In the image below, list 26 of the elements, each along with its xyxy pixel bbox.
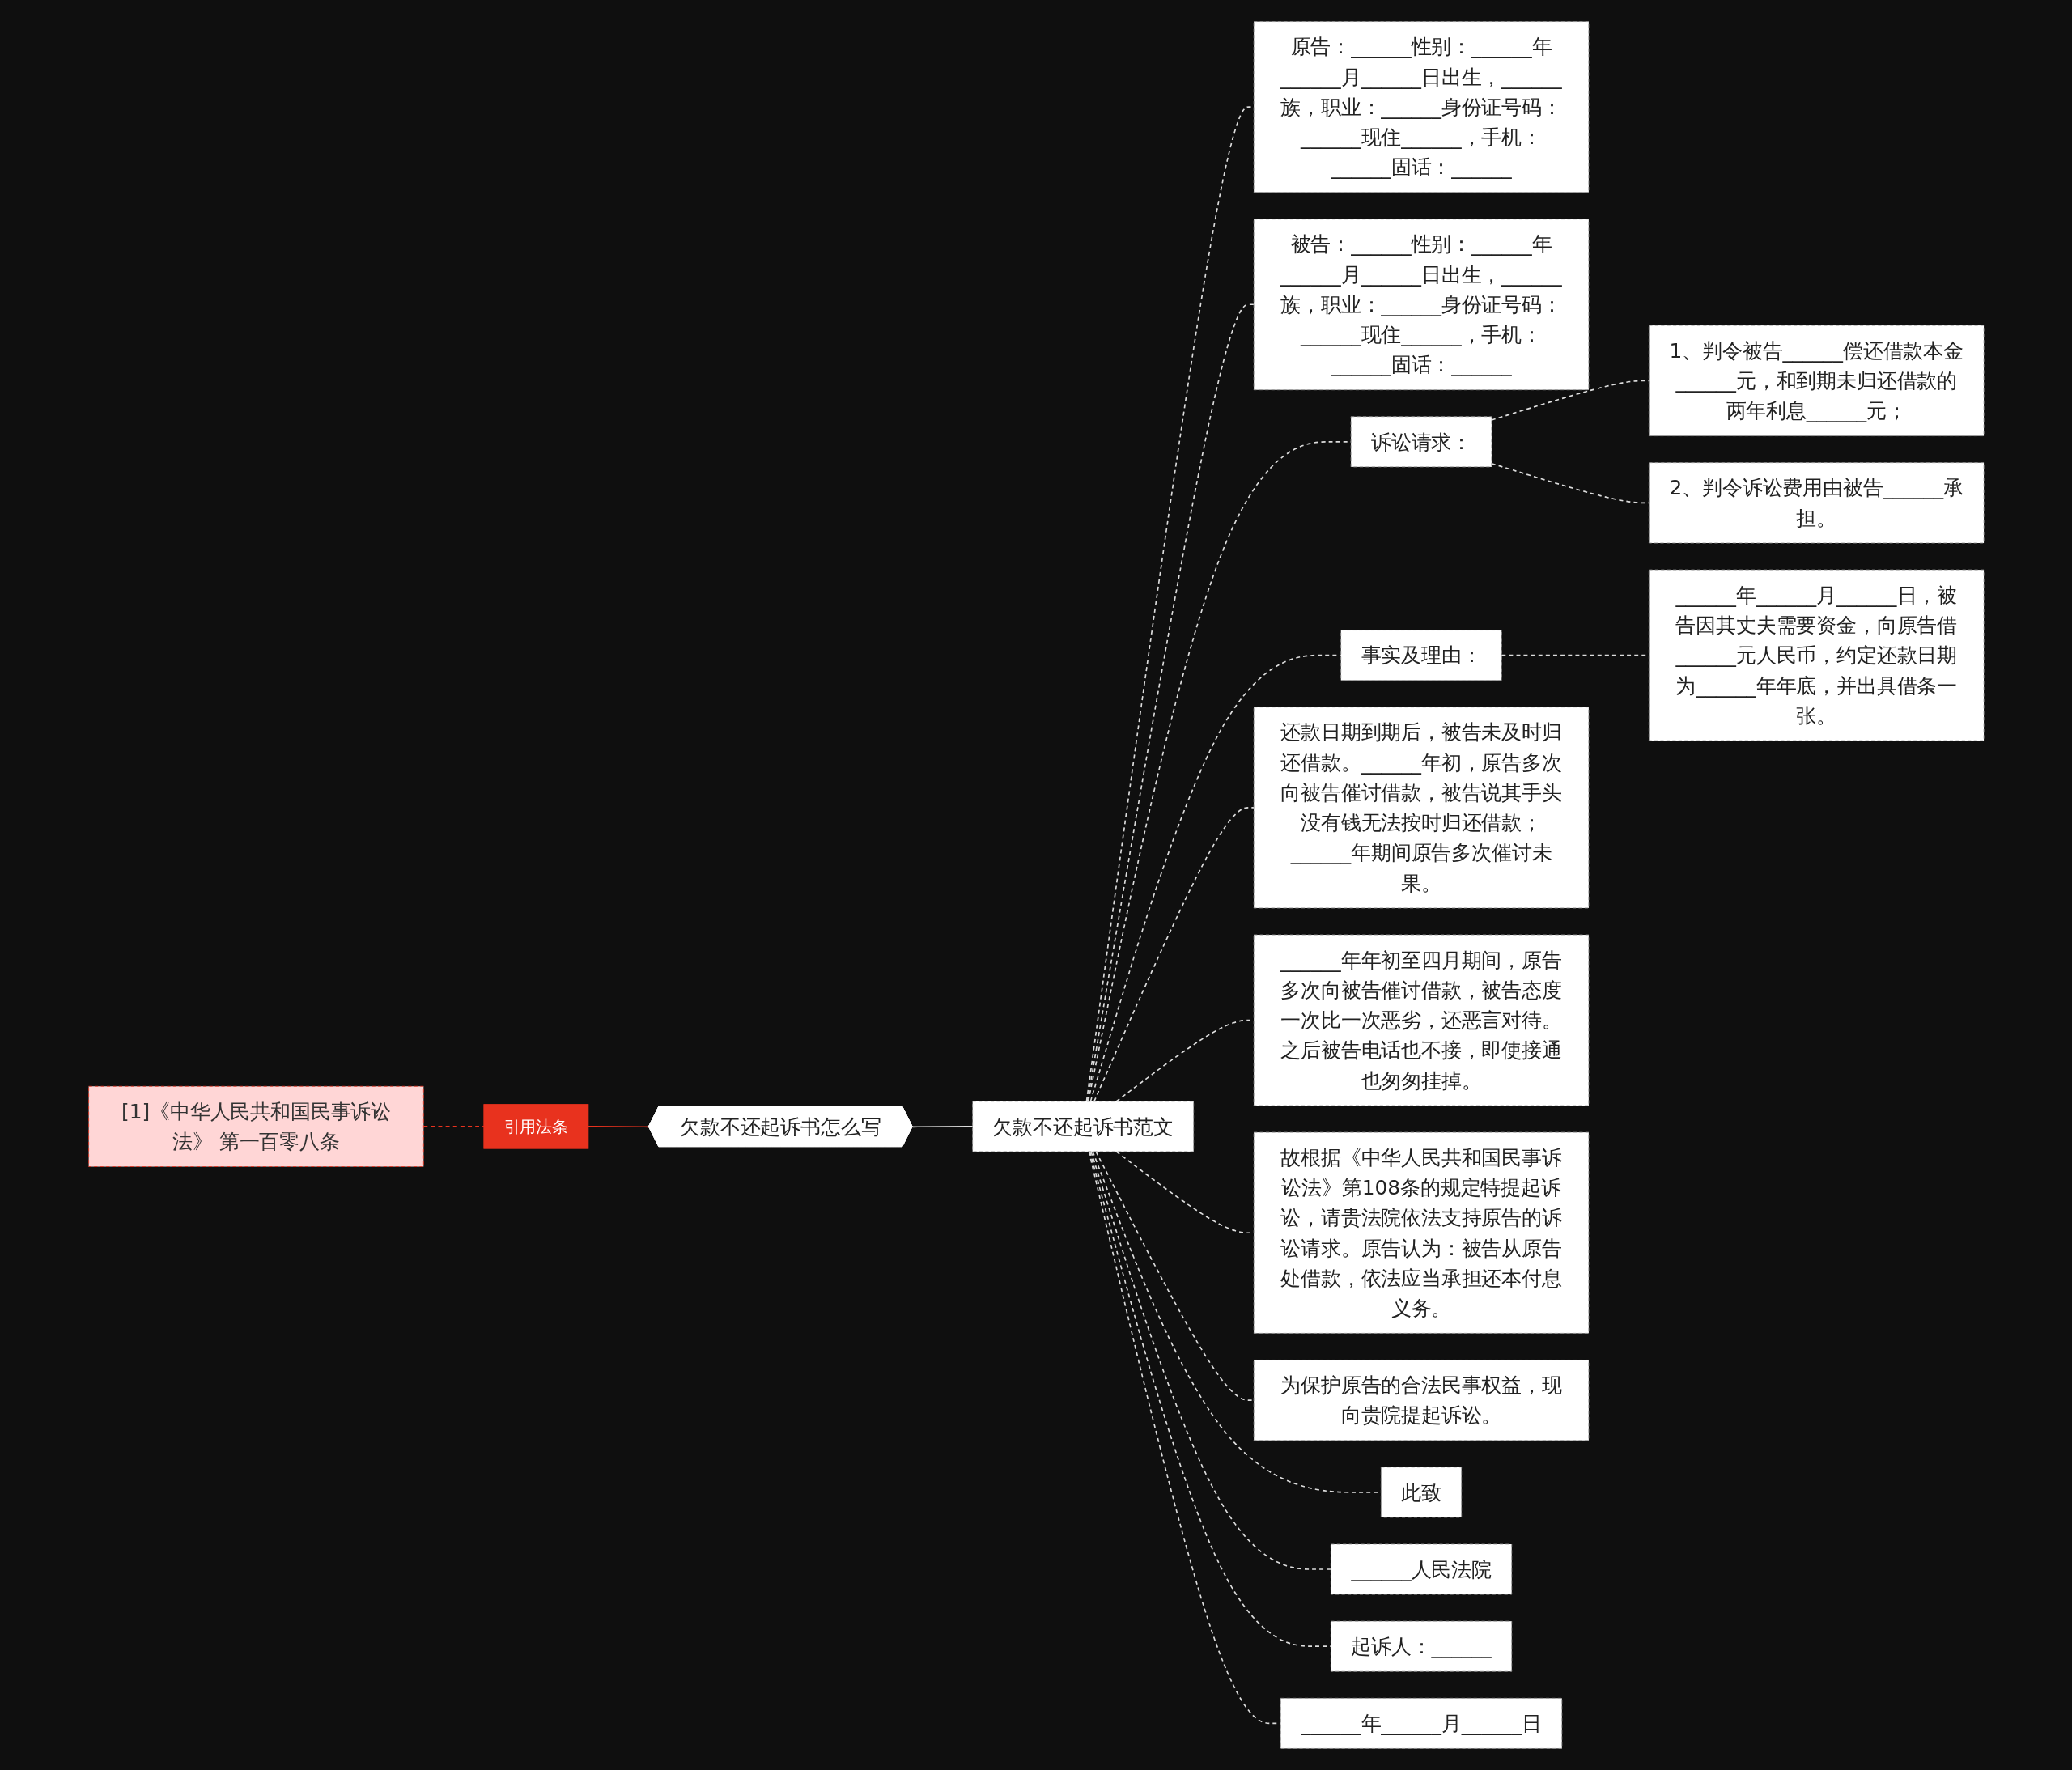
connector — [911, 1126, 974, 1128]
node-box: 原告：______性别：______年______月______日出生，______族，职业：______身份证号码：______现住______，手机：______固话：______ — [1253, 21, 1589, 193]
node-box: ______人民法院 — [1330, 1543, 1512, 1595]
node-box: 1、判令被告______偿还借款本金______元，和到期未归还借款的两年利息______元； — [1648, 325, 1985, 436]
connector — [1086, 303, 1255, 1102]
node-box: 2、判令诉讼费用由被告______承担。 — [1648, 462, 1985, 544]
node-box: 此致 — [1380, 1467, 1462, 1518]
connector — [1089, 1151, 1331, 1570]
node-box: ______年______月______日 — [1280, 1697, 1562, 1749]
node-box: 事实及理由： — [1340, 630, 1502, 681]
node-box: 被告：______性别：______年______月______日出生，______族，职业：______身份证号码：______现住______，手机：______固话：______ — [1253, 219, 1589, 391]
connector — [1089, 1151, 1331, 1648]
connector — [587, 1126, 650, 1128]
connector — [1094, 1151, 1255, 1401]
node-box: 还款日期到期后，被告未及时归还借款。______年初，原告多次向被告催讨借款，被告说其手头没有钱无法按时归还借款；______年期间原告多次催讨未果。 — [1253, 707, 1589, 909]
node-box: 诉讼请求： — [1350, 416, 1492, 468]
node-box: ______年______月______日，被告因其丈夫需要资金，向原告借______元人民币，约定还款日期为______年年底，并出具借条一张。 — [1648, 569, 1985, 741]
node-box: ______年年初至四月期间，原告多次向被告催讨借款，被告态度一次比一次恶劣，还恶言对待。之后被告电话也不接，即使接通也匆匆挂掉。 — [1253, 934, 1589, 1106]
node-box: 为保护原告的合法民事权益，现向贵院提起诉讼。 — [1253, 1360, 1589, 1441]
node-box: 引用法条 — [483, 1104, 588, 1149]
node-box: 起诉人：______ — [1330, 1620, 1512, 1672]
node-box: [1]《中华人民共和国民事诉讼法》 第一百零八条 — [87, 1085, 424, 1167]
node-box: 欠款不还起诉书范文 — [971, 1101, 1194, 1152]
connector — [1085, 106, 1255, 1102]
connector — [1093, 807, 1255, 1102]
node-box: 故根据《中华人民共和国民事诉讼法》第108条的规定特提起诉讼，请贵法院依法支持原告的诉讼请求。原告认为：被告从原告处借款，依法应当承担还本付息义务。 — [1253, 1131, 1589, 1334]
